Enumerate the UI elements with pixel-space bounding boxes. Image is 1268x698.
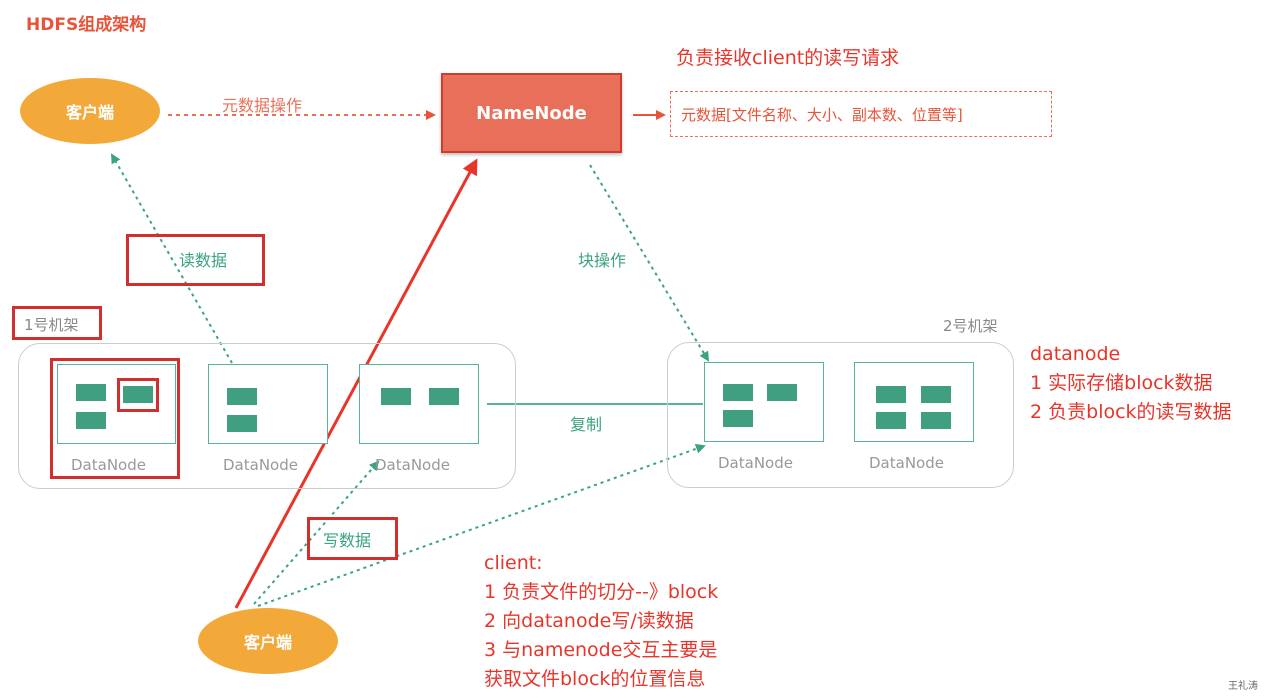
datanode-box [208, 364, 328, 444]
block [429, 388, 459, 405]
signature: 王礼涛 [1228, 681, 1258, 692]
client-notes-title: client: [484, 552, 543, 574]
block [876, 412, 906, 429]
block [767, 384, 797, 401]
datanode-notes: datanode 1 实际存储block数据 2 负责block的读写数据 [1030, 340, 1232, 427]
block [921, 386, 951, 403]
client-notes-line: 3 与namenode交互主要是 [484, 639, 718, 661]
client-top-node: 客户端 [20, 78, 160, 144]
block [381, 388, 411, 405]
datanode-notes-line: 1 实际存储block数据 [1030, 372, 1213, 394]
metadata-op-label: 元数据操作 [222, 96, 303, 115]
block [123, 386, 153, 403]
datanode-box [704, 362, 824, 442]
datanode-label: DataNode [71, 456, 146, 474]
client-bottom-label: 客户端 [243, 633, 292, 652]
datanode-label: DataNode [375, 456, 450, 474]
block-highlight [117, 378, 159, 412]
block [76, 384, 106, 401]
datanode-notes-title: datanode [1030, 343, 1121, 365]
client-notes: client: 1 负责文件的切分--》block 2 向datanode写/读… [484, 549, 718, 694]
read-data-arrow [111, 153, 233, 364]
block-op-arrow [589, 164, 710, 362]
write-data-label: 写数据 [323, 531, 372, 550]
datanode-label: DataNode [869, 454, 944, 472]
namenode-node: NameNode [441, 73, 622, 153]
block [227, 415, 257, 432]
rack2-container [667, 342, 1014, 488]
block-op-label: 块操作 [578, 251, 627, 270]
datanode-highlight [50, 358, 180, 479]
rack1-label: 1号机架 [24, 316, 79, 334]
block [227, 388, 257, 405]
rack1-container [18, 343, 516, 489]
write-data-arrow-rack2 [257, 443, 706, 607]
read-data-label: 读数据 [179, 251, 228, 270]
namenode-desc: 负责接收client的读写请求 [676, 47, 900, 69]
block [921, 412, 951, 429]
block [76, 412, 106, 429]
metadata-box: 元数据[文件名称、大小、副本数、位置等] [670, 91, 1052, 137]
write-data-highlight [307, 517, 398, 560]
replicate-label: 复制 [570, 415, 603, 434]
client-notes-line: 1 负责文件的切分--》block [484, 581, 719, 603]
client-top-label: 客户端 [65, 103, 114, 122]
client-notes-line: 获取文件block的位置信息 [484, 668, 706, 690]
block [723, 384, 753, 401]
block [876, 386, 906, 403]
datanode-box [359, 364, 479, 444]
namenode-label: NameNode [476, 102, 587, 124]
rack1-label-highlight [12, 306, 102, 340]
datanode-box [854, 362, 974, 442]
datanode-label: DataNode [718, 454, 793, 472]
read-data-highlight [126, 234, 265, 286]
diagram-title: HDFS组成架构 [26, 15, 147, 35]
datanode-label: DataNode [223, 456, 298, 474]
datanode-notes-line: 2 负责block的读写数据 [1030, 401, 1232, 423]
client-bottom-node: 客户端 [198, 608, 338, 674]
block [723, 410, 753, 427]
rack2-label: 2号机架 [943, 317, 998, 335]
client-namenode-arrow [234, 158, 478, 609]
client-notes-line: 2 向datanode写/读数据 [484, 610, 694, 632]
